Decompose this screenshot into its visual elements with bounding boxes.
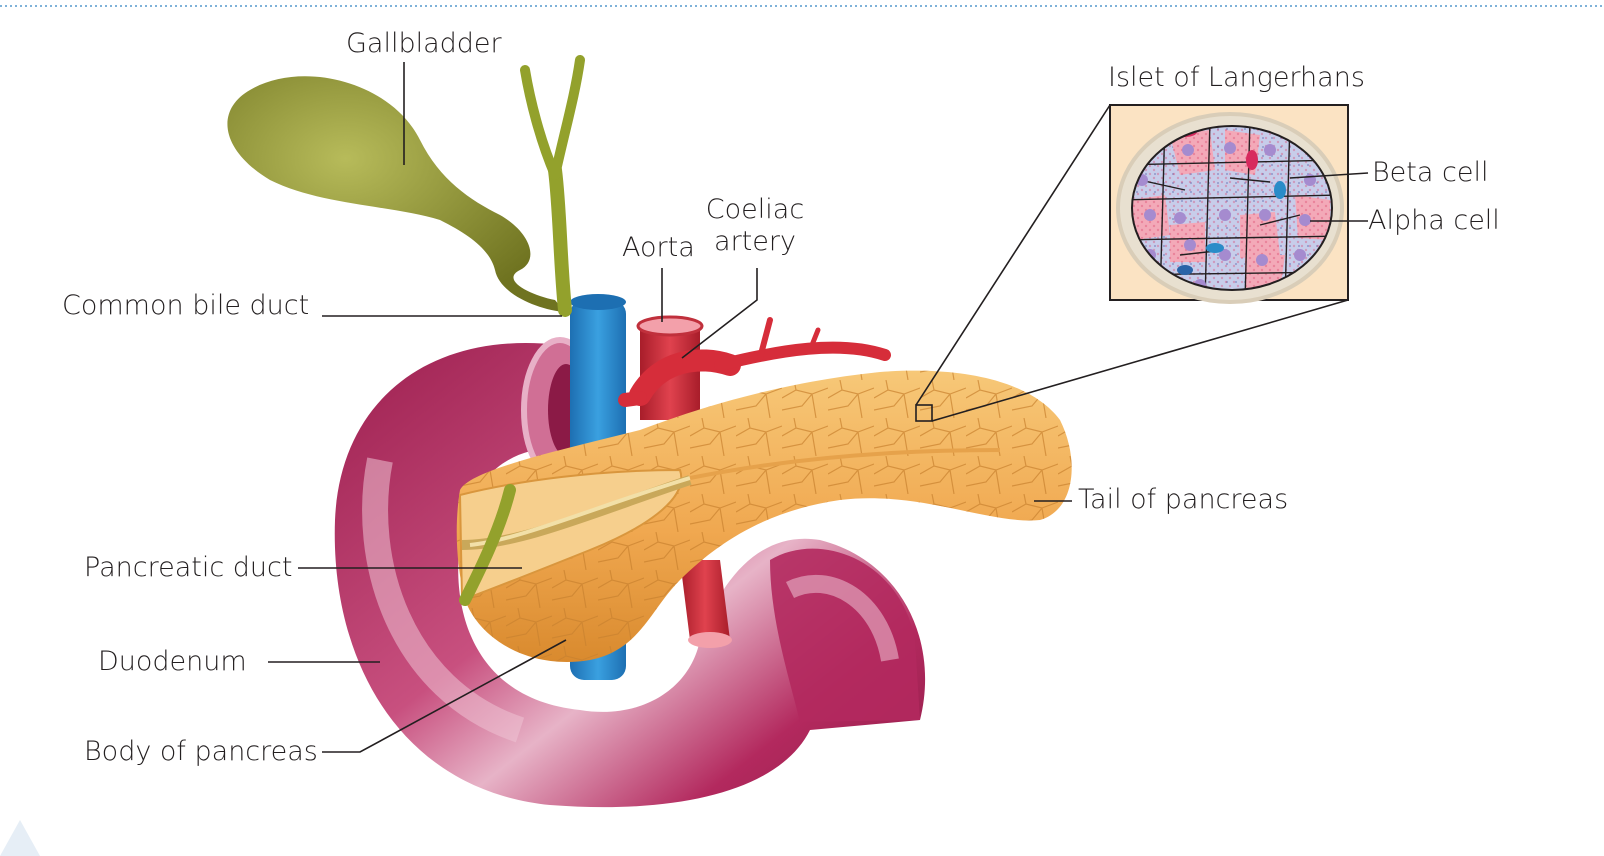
coeliac-artery-shape [618,317,891,407]
label-coeliac-artery-line2: artery [714,226,796,258]
corner-marker [0,820,40,856]
gallbladder-shape [227,76,565,312]
label-coeliac-artery-line1: Coeliac [705,194,805,225]
label-alpha-cell: Alpha cell [1368,205,1500,236]
label-beta-cell: Beta cell [1372,157,1489,188]
islet-inset [1109,104,1349,304]
label-body-of-pancreas: Body of pancreas [84,736,318,767]
label-coeliac-artery: Coeliac artery [700,194,810,259]
duodenum-shape [334,337,926,808]
label-pancreatic-duct: Pancreatic duct [84,552,293,583]
label-gallbladder: Gallbladder [346,28,502,59]
label-tail-of-pancreas: Tail of pancreas [1078,484,1289,515]
label-aorta: Aorta [622,232,695,263]
leader-lines [268,62,1369,753]
label-islet-of-langerhans: Islet of Langerhans [1108,62,1365,93]
label-common-bile-duct: Common bile duct [62,290,310,321]
bile-duct-shape [459,55,585,606]
label-duodenum: Duodenum [98,646,247,677]
zoom-lines [915,104,1349,422]
